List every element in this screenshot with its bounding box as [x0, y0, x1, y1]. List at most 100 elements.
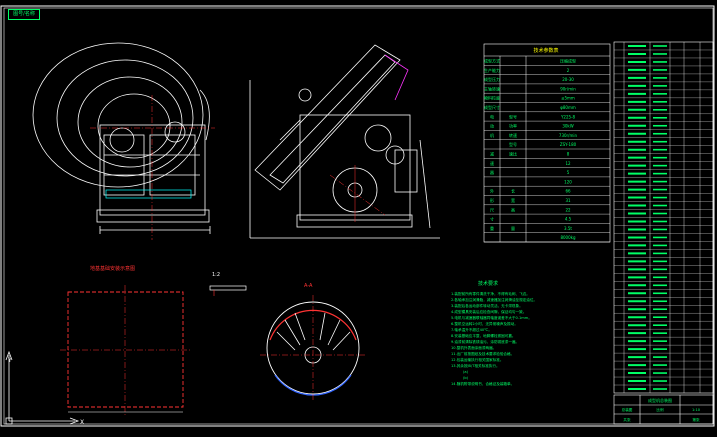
- hopper-spiral-outer: [32, 42, 204, 188]
- tech-table-cell-name: 机: [490, 132, 494, 138]
- gear-housing-right: [149, 134, 196, 196]
- note-line: 3.装配后各运动部件转动灵活，无卡滞现象。: [451, 303, 523, 308]
- tech-table-cell-value: 90r/min: [560, 86, 576, 91]
- tech-table-cell-name: 形: [490, 197, 494, 203]
- machine-base: [96, 209, 210, 223]
- gear-upper: [364, 124, 392, 152]
- drive-wheel: [164, 121, 186, 143]
- feed-port: [298, 88, 312, 102]
- foundation-outline: [67, 291, 184, 408]
- note-line: 14.随机附带说明书、合格证及装箱单。: [451, 381, 514, 386]
- ucs-y-label: Y: [7, 357, 12, 364]
- motor-pulley: [109, 127, 135, 153]
- tech-table-cell-value: 20-30: [562, 77, 574, 82]
- hopper-spiral-2: [56, 59, 194, 177]
- note-line: 10.整机外表面涂面漆两遍。: [451, 345, 496, 350]
- tech-table-cell-sub: 量: [511, 225, 515, 231]
- note-line: (a): [463, 370, 469, 374]
- notes-title: 技术要求: [478, 280, 498, 287]
- hopper-spiral-3: [77, 76, 183, 168]
- side-centerline: [329, 174, 386, 216]
- tech-table-cell-name: 生产能力: [484, 67, 500, 73]
- technical-notes: 1.装配前所有零件清洗干净，不得有毛刺、飞边。2.各轴承加注润滑脂，减速器加注润…: [451, 291, 537, 386]
- ucs-icon: [5, 350, 80, 425]
- tech-table-title: 技术参数表: [533, 47, 558, 54]
- drawing-inner-border: [3, 7, 714, 425]
- side-base: [296, 214, 413, 228]
- drawing-tag[interactable]: 图号/名称: [8, 9, 40, 20]
- title-block-cell: 第张: [692, 417, 700, 422]
- tech-table-cell-value: 4.5: [565, 217, 572, 222]
- tech-table-cell-value: 压缩成型: [560, 58, 576, 64]
- tech-table-cell-value: 2: [567, 68, 570, 73]
- machine-body: [99, 124, 206, 216]
- tech-table-cell-name: 成型压力: [484, 76, 500, 82]
- ucs-origin-box: [5, 417, 13, 425]
- tech-table-cell-value: 30kW: [562, 124, 573, 129]
- tech-table-cell-sub: 宽: [511, 197, 515, 203]
- title-block-cell: 比例: [656, 407, 664, 412]
- ucs-y-arrow: [5, 350, 13, 361]
- hatch-detail: [105, 189, 192, 199]
- note-line: 5.电机与减速器联轴器同轴度误差不大于0.1mm。: [451, 315, 532, 320]
- tech-table-cell-name: 动: [490, 123, 494, 129]
- note-line: 4.成型模具安装后应检查间隙，保证均匀一致。: [451, 309, 526, 314]
- tech-table-cell-sub: 功率: [509, 123, 517, 129]
- note-line: 6.整机空运转2小时，无异常噪声及振动。: [451, 321, 518, 326]
- tech-table-cell-sub: 转速: [509, 132, 517, 138]
- detail-part: [209, 285, 247, 291]
- tech-table-cell-name: 物料粒度: [484, 95, 500, 101]
- tech-table-cell-name: 外: [490, 188, 494, 194]
- tech-table-cell-value: 120: [564, 179, 572, 184]
- tech-table-cell-name: 器: [490, 170, 494, 175]
- ucs-x-label: X: [80, 419, 84, 426]
- tech-table-cell-value: 3.5t: [564, 226, 572, 231]
- section-title: A-A: [304, 283, 313, 289]
- tech-table-cell-value: 730r/min: [559, 133, 578, 138]
- gear-housing-left: [103, 134, 145, 196]
- magenta-highlight: [384, 54, 409, 101]
- note-line: 2.各轴承加注润滑脂，减速器加注润滑油至规定油位。: [451, 297, 537, 302]
- tech-table-cell-value: 8: [567, 152, 570, 157]
- section-view-circle: [260, 295, 366, 400]
- tech-table-cell-value: 5: [567, 170, 570, 175]
- tech-table-cell-name: 减: [490, 151, 494, 157]
- front-view: [32, 42, 211, 234]
- side-cabinet: [394, 149, 418, 193]
- note-line: 13.其余按JB/T相关标准执行。: [451, 363, 500, 368]
- note-line: 1.装配前所有零件清洗干净，不得有毛刺、飞边。: [451, 291, 530, 296]
- title-block: [613, 394, 714, 425]
- note-line: 8.安装基础应平整，地脚螺栓紧固可靠。: [451, 333, 516, 338]
- tech-table-cell-name: 成型方式: [484, 58, 500, 64]
- tech-table-cell-name: 成型尺寸: [484, 104, 500, 110]
- note-line: 11.出厂前按图纸及技术要求检验合格。: [451, 351, 514, 356]
- title-block-name: 成型机总装图: [648, 397, 672, 403]
- tech-table-grid: [483, 43, 611, 243]
- tech-table-cell-sub: 长: [511, 188, 515, 194]
- tech-table-cell-sub: 型号: [509, 141, 517, 147]
- tech-table-cell-sub: 高: [511, 206, 515, 212]
- inclined-barrel: [254, 44, 401, 191]
- side-view: [249, 44, 440, 239]
- hopper-tail: [199, 89, 210, 141]
- note-line: 7.轴承温升不超过40℃。: [451, 327, 492, 332]
- tech-table-cell-value: 22: [565, 207, 571, 212]
- scale-label: 1:2: [212, 272, 220, 278]
- hopper-arm: [279, 119, 301, 141]
- detail-view-scale: [209, 285, 247, 296]
- title-block-cell: 共张: [623, 417, 631, 422]
- tech-table-cell-name: 寸: [490, 216, 494, 222]
- tech-table-cell-value: Y225-8: [560, 114, 576, 119]
- leader-line: [419, 139, 431, 229]
- tech-table-cell-name: 重: [490, 225, 494, 231]
- foundation-title: 地基基础安装示意图: [90, 265, 135, 272]
- tech-table-cell-value: 31: [565, 198, 571, 203]
- tech-table-cell-value: φ80mm: [560, 105, 576, 110]
- hopper-spiral-4: [97, 93, 171, 159]
- die-radial-ribs: [276, 312, 351, 351]
- tech-table-cell-value: 8000kg: [560, 235, 575, 240]
